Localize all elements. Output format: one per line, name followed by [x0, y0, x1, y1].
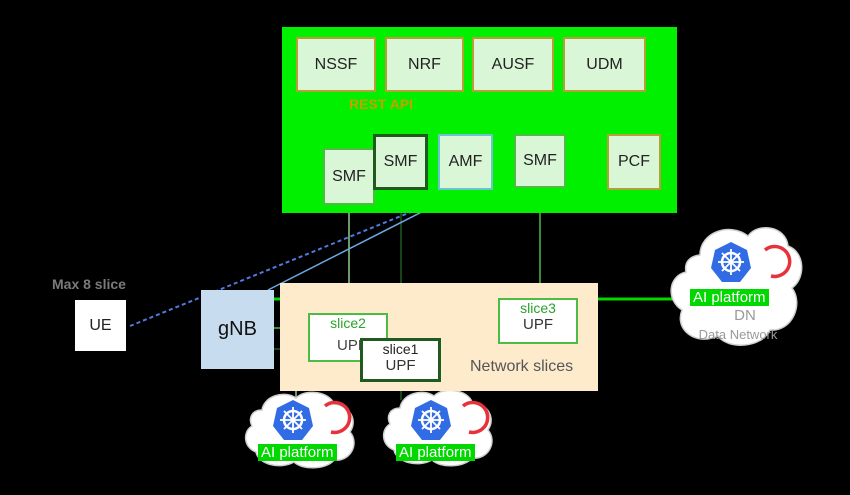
network-slices-label: Network slices [470, 358, 574, 375]
nssf-node[interactable]: NSSF [296, 37, 376, 92]
ausf-node[interactable]: AUSF [472, 37, 554, 92]
amf-label: AMF [448, 153, 483, 170]
dn-title: DN [734, 307, 756, 324]
smf-left-label: SMF [332, 167, 366, 185]
smf-mid-node[interactable]: SMF [373, 134, 428, 190]
amf-node[interactable]: AMF [438, 134, 493, 190]
slice2-upf[interactable]: slice2 UPF [308, 313, 388, 362]
dn-ai-platform-label: AI platform [690, 289, 769, 306]
gnb-node[interactable]: gNB [201, 290, 274, 369]
smf-right-node[interactable]: SMF [514, 134, 566, 188]
slice3-upf-label: UPF [523, 316, 553, 333]
ue-node[interactable]: UE [75, 300, 126, 351]
nrf-label: NRF [408, 55, 441, 73]
refresh-arrow-icon [461, 400, 490, 435]
refresh-arrow-icon [763, 244, 792, 279]
smf-right-label: SMF [523, 152, 557, 169]
edge-left-ai-platform-label: AI platform [258, 444, 337, 461]
slice2-upf-label: UPF [337, 337, 367, 354]
pcf-node[interactable]: PCF [607, 134, 661, 190]
pcf-label: PCF [618, 153, 650, 170]
slice1-label: slice1 [382, 341, 419, 357]
slice3-label: slice3 [520, 300, 556, 316]
max-slice-label: Max 8 slice [52, 276, 126, 292]
refresh-arrow-icon [323, 400, 352, 435]
slice1-upf-label: UPF [385, 357, 416, 374]
nrf-node[interactable]: NRF [385, 37, 464, 92]
gnb-label: gNB [218, 318, 257, 340]
ausf-label: AUSF [491, 55, 535, 73]
dn-subtitle: Data Network [698, 327, 778, 342]
ue-label: UE [89, 316, 112, 334]
cloud-icon [670, 227, 803, 346]
rest-api-label: REST API [349, 96, 414, 112]
udm-label: UDM [586, 55, 623, 73]
slice3-upf[interactable]: slice3 UPF [498, 298, 578, 344]
smf-mid-label: SMF [383, 153, 418, 170]
slice2-label: slice2 [330, 315, 366, 331]
nssf-label: NSSF [314, 55, 358, 73]
slice1-upf[interactable]: slice1 UPF [360, 338, 441, 382]
edge-mid-ai-platform-label: AI platform [396, 444, 475, 461]
udm-node[interactable]: UDM [563, 37, 646, 92]
